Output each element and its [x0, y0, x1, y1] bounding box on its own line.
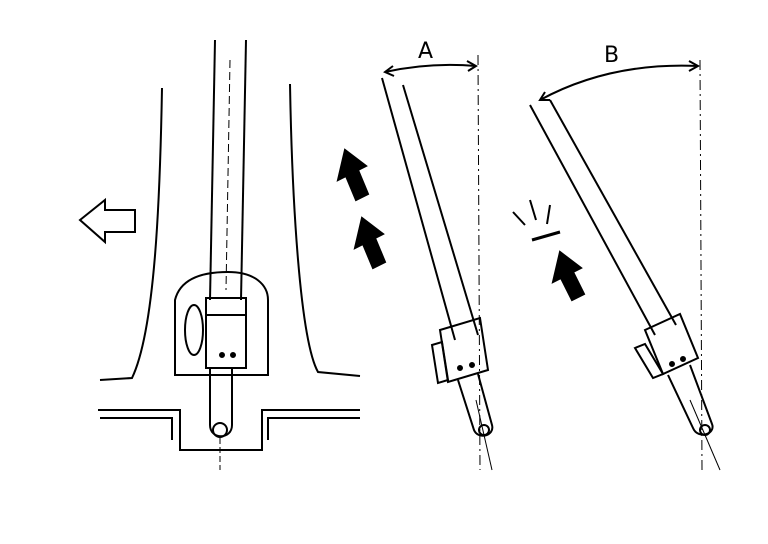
- frame-right-outline: [289, 83, 361, 377]
- angle-label-b: B: [604, 43, 619, 68]
- clamp-b: [643, 312, 700, 376]
- clamp-bolt: [219, 352, 225, 358]
- shaft-right: [240, 39, 247, 301]
- pivot-eye: [212, 422, 228, 438]
- impact-lines-icon: [512, 199, 561, 242]
- frame-base: [98, 409, 360, 451]
- clamp-bolt: [230, 352, 236, 358]
- clamp-b-side: [633, 342, 665, 380]
- shaft-centre: [225, 59, 231, 291]
- arc-arrowhead: [383, 65, 395, 77]
- angle-arc-b: [539, 64, 699, 101]
- solid-arrow-up-icon: [551, 250, 586, 302]
- angle-label-a: A: [418, 39, 433, 64]
- position-a: A: [336, 39, 494, 471]
- shaft-left: [209, 39, 216, 301]
- centre-line: [475, 399, 493, 471]
- solid-arrow-up-icon: [353, 216, 387, 270]
- lever-a-left: [381, 77, 456, 341]
- clamp-bolt: [680, 356, 686, 362]
- position-b: B: [512, 43, 721, 471]
- reference-line-b: [699, 59, 703, 471]
- frame-left-outline: [99, 87, 163, 381]
- arc-arrowhead: [538, 91, 550, 101]
- clamp-bolt: [669, 361, 675, 367]
- frame-base-inner: [100, 417, 360, 440]
- clamp-bolt: [457, 365, 463, 371]
- lever-b-left: [529, 104, 656, 336]
- centre-line: [689, 399, 721, 471]
- lever-b-right: [549, 99, 677, 326]
- solid-arrow-up-icon: [336, 148, 370, 202]
- frame-assembly: [78, 39, 361, 470]
- open-arrow-left-icon: [78, 197, 136, 245]
- reference-line-a: [477, 54, 481, 471]
- mount-plate: [174, 270, 269, 376]
- clamp-bolt: [469, 362, 475, 368]
- arc-arrowhead: [688, 60, 701, 72]
- clamp: [205, 297, 247, 369]
- clamp-a-side: [430, 340, 450, 385]
- arc-arrowhead: [466, 60, 478, 72]
- clamp-knob: [184, 304, 204, 356]
- lever-a-right: [402, 84, 479, 336]
- angle-arc-a: [384, 63, 477, 73]
